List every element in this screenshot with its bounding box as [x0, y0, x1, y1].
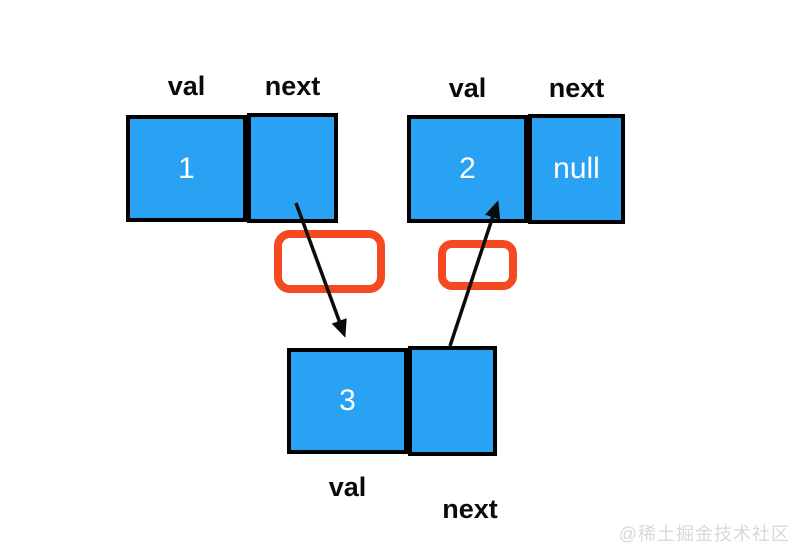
highlight-box-right	[438, 240, 517, 290]
node1-next-cell	[247, 113, 338, 223]
node1-val-label: val	[167, 71, 206, 101]
highlight-box-left	[274, 230, 385, 293]
node1-val-cell: 1	[126, 115, 247, 222]
node3-next-cell	[408, 346, 497, 456]
node2-next-label: next	[548, 73, 605, 103]
node1-val-value: 1	[178, 151, 195, 185]
watermark: @稀土掘金技术社区	[618, 524, 790, 544]
node2-val-value: 2	[459, 152, 476, 185]
node2-next-value: null	[553, 152, 600, 185]
node1-next-label: next	[264, 71, 321, 101]
node3-val-label: val	[328, 472, 367, 502]
node2-val-cell: 2	[407, 115, 528, 223]
node2-next-cell: null	[528, 114, 625, 224]
node3-val-value: 3	[339, 384, 356, 417]
node3-val-cell: 3	[287, 348, 408, 454]
node3-next-label: next	[442, 494, 498, 524]
node2-val-label: val	[448, 73, 487, 103]
